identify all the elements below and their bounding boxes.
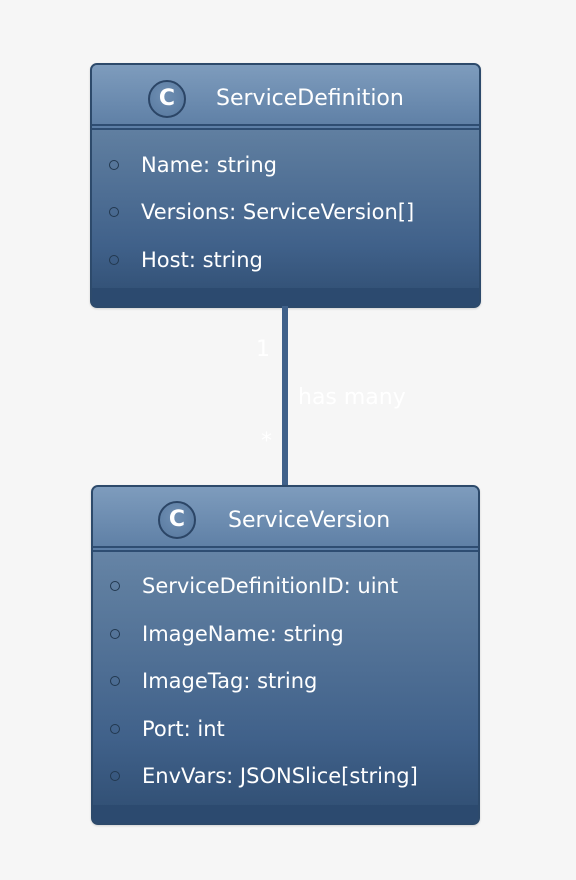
attribute-visibility-icon xyxy=(109,160,119,170)
class-stereotype-icon: C xyxy=(158,501,196,539)
class-name: ServiceDefinition xyxy=(216,86,404,111)
attribute-text: ServiceDefinitionID: uint xyxy=(142,574,399,598)
attribute-text: Host: string xyxy=(141,248,263,272)
attribute-text: ImageTag: string xyxy=(142,669,318,693)
class-service-definition[interactable]: C ServiceDefinition Name: string Version… xyxy=(90,63,481,308)
attribute-text: Name: string xyxy=(141,153,277,177)
attribute-text: Versions: ServiceVersion[] xyxy=(141,200,415,224)
attribute-text: ImageName: string xyxy=(142,622,344,646)
attribute-visibility-icon xyxy=(109,255,119,265)
attribute-text: Port: int xyxy=(142,717,225,741)
class-footer xyxy=(93,805,478,823)
class-name: ServiceVersion xyxy=(228,508,391,533)
class-stereotype-icon: C xyxy=(148,80,186,118)
attribute-visibility-icon xyxy=(110,629,120,639)
attribute-visibility-icon xyxy=(110,581,120,591)
header-separator xyxy=(92,124,479,130)
attribute-visibility-icon xyxy=(110,771,120,781)
association-line[interactable] xyxy=(282,306,288,486)
source-multiplicity: 1 xyxy=(256,337,270,362)
class-header xyxy=(93,487,478,547)
class-service-version[interactable]: C ServiceVersion ServiceDefinitionID: ui… xyxy=(91,485,480,825)
header-separator xyxy=(93,546,478,552)
attribute-visibility-icon xyxy=(110,724,120,734)
class-footer xyxy=(92,288,479,306)
target-multiplicity: * xyxy=(261,429,272,454)
attribute-visibility-icon xyxy=(110,676,120,686)
association-label: has many xyxy=(298,385,406,410)
attribute-visibility-icon xyxy=(109,207,119,217)
attribute-text: EnvVars: JSONSlice[string] xyxy=(142,764,418,788)
